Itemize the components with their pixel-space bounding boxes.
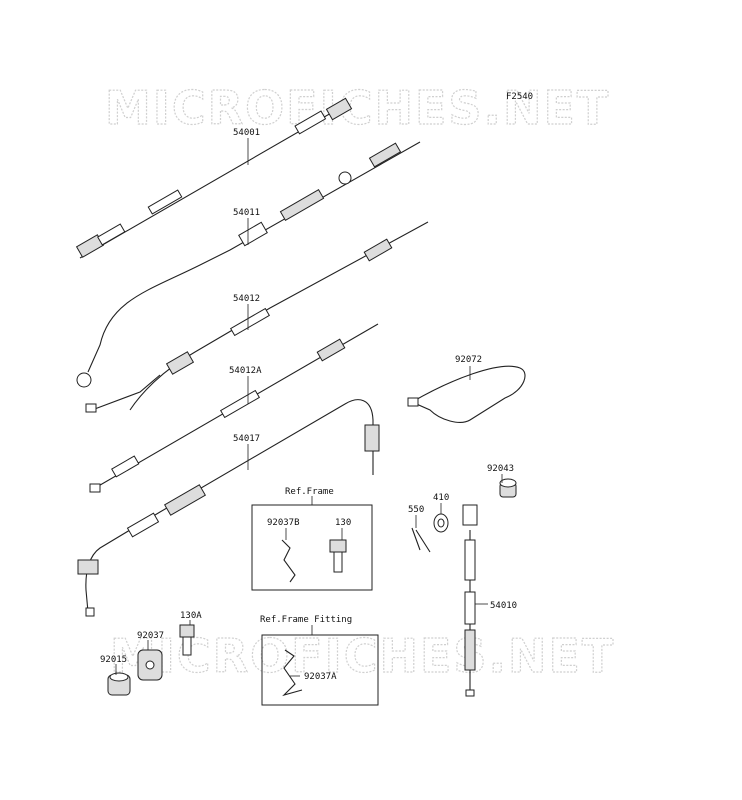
label-92037B: 92037B <box>267 518 300 528</box>
title-ref-frame-fitting: Ref.Frame Fitting <box>260 615 352 625</box>
label-92037A: 92037A <box>304 672 337 682</box>
label-550: 550 <box>408 505 424 515</box>
cable-54012A <box>89 323 379 493</box>
part-92015 <box>107 672 131 696</box>
label-92015: 92015 <box>100 655 127 665</box>
label-92072: 92072 <box>455 355 482 365</box>
figure-code: F2540 <box>506 92 533 102</box>
label-54012: 54012 <box>233 294 260 304</box>
part-92072-strap <box>407 365 526 423</box>
part-92037-clamp <box>137 649 163 681</box>
title-ref-frame: Ref.Frame <box>285 487 334 497</box>
cable-54001 <box>75 97 353 259</box>
label-130A: 130A <box>180 611 202 621</box>
label-92037: 92037 <box>137 631 164 641</box>
cable-54011 <box>76 141 421 388</box>
label-54017: 54017 <box>233 434 260 444</box>
part-550-pin <box>411 527 431 553</box>
label-54001: 54001 <box>233 128 260 138</box>
label-54011: 54011 <box>233 208 260 218</box>
cable-54012 <box>85 221 429 413</box>
part-130A-bolt <box>179 624 195 656</box>
watermark-bottom: MICROFICHES.NET <box>110 629 615 683</box>
cable-54010 <box>462 504 478 697</box>
label-130: 130 <box>335 518 351 528</box>
label-54012A: 54012A <box>229 366 262 376</box>
ref-frame-box <box>251 496 373 591</box>
leader-lines <box>115 138 503 677</box>
label-92043: 92043 <box>487 464 514 474</box>
part-92043 <box>499 478 517 498</box>
watermark-top: MICROFICHES.NET <box>105 81 610 135</box>
cable-54017 <box>77 399 380 617</box>
ref-frame-fitting-box <box>261 625 379 706</box>
label-410: 410 <box>433 493 449 503</box>
part-410-washer <box>433 513 449 533</box>
label-54010: 54010 <box>490 601 517 611</box>
